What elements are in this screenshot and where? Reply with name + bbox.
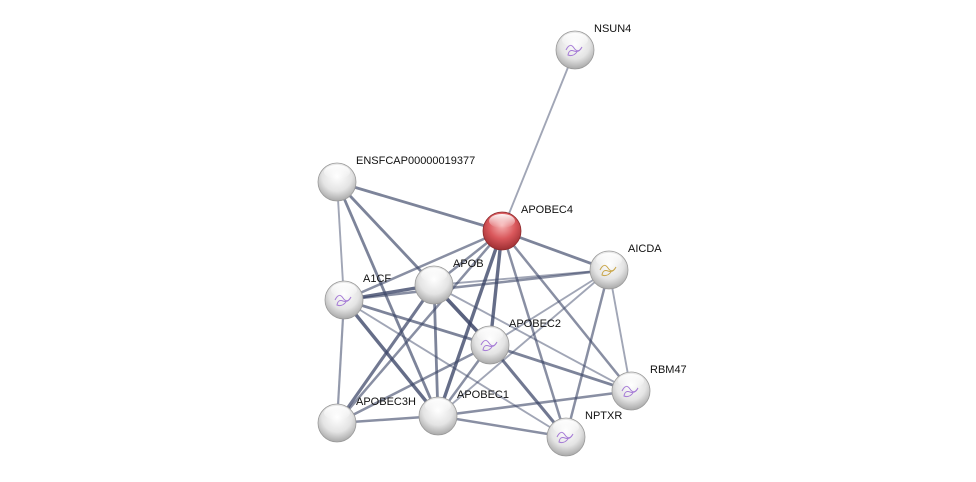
node-apob[interactable]: APOB	[414, 258, 484, 305]
node-label: APOBEC3H	[356, 396, 416, 408]
edge-rbm47-apobec1[interactable]	[437, 389, 632, 418]
edge-apobec4-apobec3h[interactable]	[336, 230, 503, 424]
node-highlight	[331, 283, 357, 297]
edge-apobec2-aicda[interactable]	[489, 269, 610, 346]
node-highlight	[324, 406, 350, 420]
node-highlight	[421, 268, 447, 282]
node-apobec4[interactable]: APOBEC4	[482, 204, 573, 251]
node-label: APOBEC4	[521, 204, 573, 216]
node-label: AICDA	[628, 243, 662, 255]
node-apobec2[interactable]: APOBEC2	[470, 318, 561, 365]
node-nptxr[interactable]: NPTXR	[546, 410, 622, 457]
protein-structure-icon	[556, 431, 574, 444]
edge-apob-aicda[interactable]	[433, 269, 610, 286]
node-label: NSUN4	[594, 23, 631, 35]
node-nsun4[interactable]: NSUN4	[555, 23, 631, 70]
node-highlight	[618, 374, 644, 388]
node-rbm47[interactable]: RBM47	[611, 364, 687, 411]
node-aicda[interactable]: AICDA	[589, 243, 662, 290]
node-highlight	[477, 328, 503, 342]
edge-ensfcap00000019377-apobec4[interactable]	[336, 180, 503, 233]
edge-apobec2-rbm47[interactable]	[489, 343, 632, 393]
node-highlight	[324, 165, 350, 179]
edge-a1cf-apobec3h[interactable]	[335, 299, 346, 424]
edge-apob-apobec3h[interactable]	[335, 284, 436, 424]
node-highlight	[596, 253, 622, 267]
edge-nsun4-apobec4[interactable]	[501, 49, 576, 232]
edge-aicda-nptxr[interactable]	[564, 269, 611, 438]
edge-a1cf-apobec2[interactable]	[343, 298, 491, 347]
node-a1cf[interactable]: A1CF	[324, 273, 391, 320]
edge-a1cf-apobec1[interactable]	[342, 298, 440, 418]
edge-apobec4-rbm47[interactable]	[501, 230, 632, 392]
node-label: RBM47	[650, 364, 687, 376]
edge-a1cf-nptxr[interactable]	[343, 299, 567, 438]
node-apobec3h[interactable]: APOBEC3H	[317, 396, 416, 443]
node-highlight	[562, 33, 588, 47]
protein-structure-icon	[599, 264, 617, 277]
edge-apobec1-nptxr[interactable]	[437, 414, 567, 439]
node-label: NPTXR	[585, 410, 622, 422]
edge-ensfcap00000019377-apobec1[interactable]	[335, 181, 440, 417]
edge-a1cf-aicda[interactable]	[343, 268, 610, 302]
edge-apobec4-nptxr[interactable]	[500, 230, 568, 438]
node-label: APOB	[453, 258, 484, 270]
node-label: A1CF	[363, 273, 391, 285]
protein-structure-icon	[480, 339, 498, 352]
edge-apobec4-a1cf[interactable]	[343, 229, 503, 302]
edge-apobec2-apobec3h[interactable]	[336, 343, 491, 425]
node-ensfcap00000019377[interactable]: ENSFCAP00000019377	[317, 155, 475, 202]
protein-structure-icon	[334, 294, 352, 307]
protein-structure-icon	[565, 44, 583, 57]
edge-layer	[335, 49, 632, 439]
edge-ensfcap00000019377-a1cf[interactable]	[336, 181, 345, 301]
edge-apob-rbm47[interactable]	[433, 284, 632, 392]
edge-apob-apobec1[interactable]	[432, 284, 440, 417]
node-highlight	[425, 399, 451, 413]
edge-apobec2-nptxr[interactable]	[488, 344, 568, 438]
node-label: APOBEC2	[509, 318, 561, 330]
protein-structure-icon	[621, 385, 639, 398]
edge-aicda-apobec1[interactable]	[437, 269, 610, 417]
node-label: APOBEC1	[457, 389, 509, 401]
node-highlight	[553, 420, 579, 434]
node-label: ENSFCAP00000019377	[356, 155, 475, 167]
node-highlight	[489, 214, 515, 228]
edge-aicda-rbm47[interactable]	[608, 269, 632, 392]
node-apobec1[interactable]: APOBEC1	[418, 389, 509, 436]
